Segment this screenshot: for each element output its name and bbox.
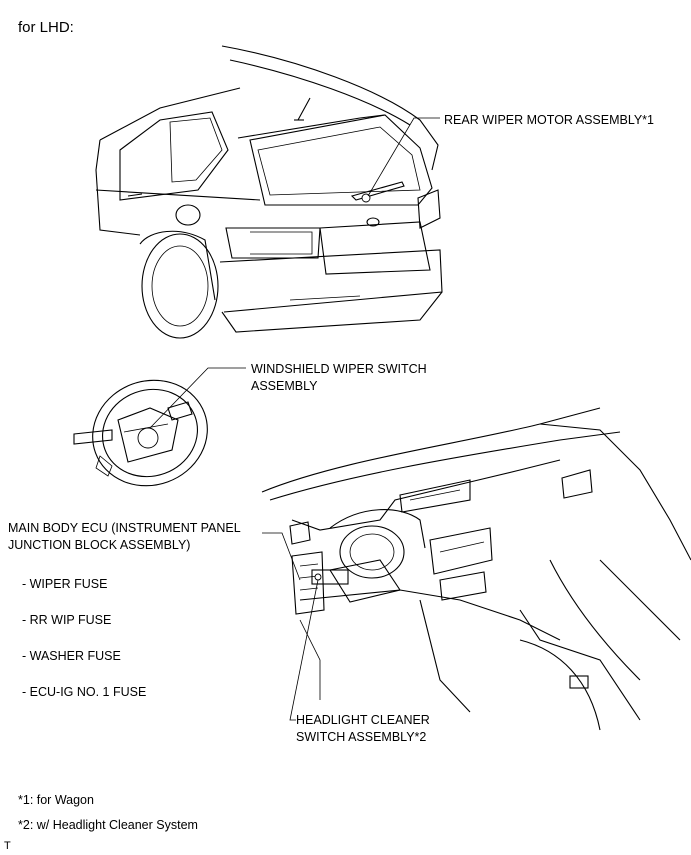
leader-windshield-wiper-switch — [149, 367, 246, 429]
leader-rear-wiper — [367, 117, 440, 197]
label-rear-wiper-motor: REAR WIPER MOTOR ASSEMBLY*1 — [444, 113, 655, 127]
label-headlight-cleaner-switch: HEADLIGHT CLEANER SWITCH ASSEMBLY*2 — [296, 713, 430, 744]
leader-headlight-cleaner-switch — [289, 579, 319, 721]
fuse-item: - WASHER FUSE — [22, 649, 121, 663]
wagon-rear-view — [95, 45, 443, 339]
footnote: *1: for Wagon — [18, 793, 94, 807]
fuse-item: - ECU-IG NO. 1 FUSE — [22, 685, 147, 699]
corner-mark: T — [4, 840, 11, 852]
leader-main-body-ecu — [262, 532, 301, 581]
fuse-item: - RR WIP FUSE — [22, 613, 112, 627]
footnote: *2: w/ Headlight Cleaner System — [18, 818, 198, 832]
fuse-item: - WIPER FUSE — [22, 577, 108, 591]
steering-wheel — [73, 379, 208, 487]
label-windshield-wiper-switch: WINDSHIELD WIPER SWITCH ASSEMBLY — [251, 362, 427, 393]
label-main-body-ecu: MAIN BODY ECU (INSTRUMENT PANEL JUNCTION… — [8, 521, 241, 552]
instrument-panel — [261, 407, 691, 731]
page-title: for LHD: — [18, 19, 74, 36]
